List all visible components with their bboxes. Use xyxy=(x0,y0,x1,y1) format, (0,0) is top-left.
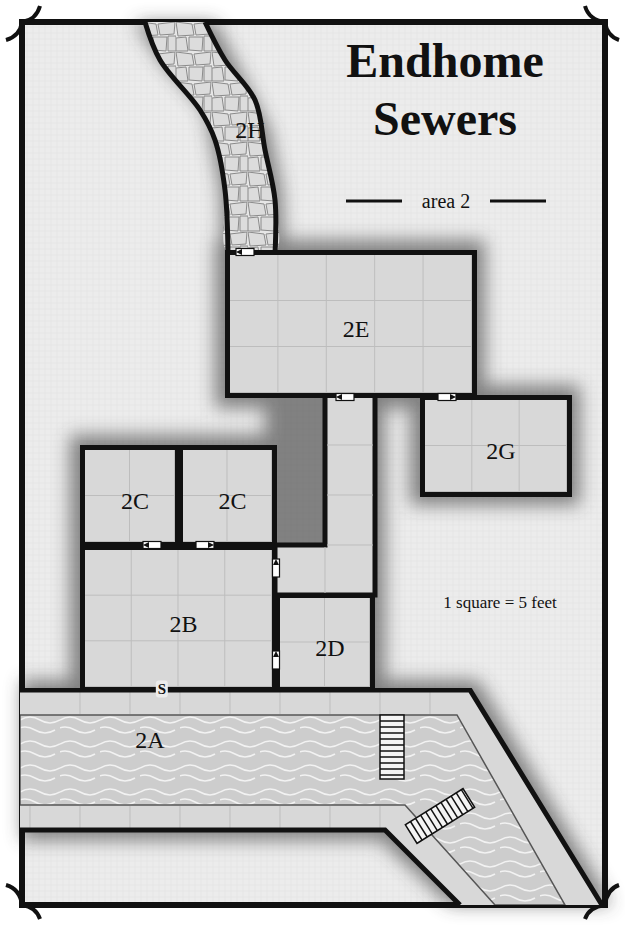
door-symbol xyxy=(143,542,161,549)
room: 2G xyxy=(420,395,572,497)
sewer-channel: 2A xyxy=(20,688,605,905)
grid-line xyxy=(80,692,81,714)
room-label: 2C xyxy=(121,489,149,513)
walkway-floor xyxy=(20,690,602,905)
grid-line xyxy=(30,806,31,828)
room-label: 2E xyxy=(343,317,370,341)
ladder-rung xyxy=(380,744,404,746)
grid-line xyxy=(330,806,331,828)
room: 2C xyxy=(178,445,277,547)
door-symbol xyxy=(336,394,354,401)
frame xyxy=(6,6,619,919)
corridor-grid xyxy=(325,445,373,593)
cave-floor xyxy=(145,22,279,252)
grid-line xyxy=(180,692,181,714)
grate-bar xyxy=(431,809,443,828)
room-label: 2D xyxy=(315,636,344,660)
ladder-rung xyxy=(380,756,404,758)
grate-bar xyxy=(446,799,458,818)
room-label: 2B xyxy=(169,612,197,636)
door-symbol xyxy=(236,249,254,256)
cave-wall xyxy=(205,22,276,252)
ladder xyxy=(380,715,404,779)
grid-line xyxy=(380,806,381,828)
ladder-rung xyxy=(380,732,404,734)
grate-bar xyxy=(416,818,428,837)
secret-door-mark: S xyxy=(156,681,168,698)
grid-line xyxy=(230,806,231,828)
grid-line xyxy=(130,692,131,714)
channel-outline xyxy=(20,688,605,905)
room: 2B xyxy=(80,545,277,692)
area-subtitle: area 2 xyxy=(422,190,470,213)
ladder-rung xyxy=(380,768,404,770)
grid-line xyxy=(280,806,281,828)
grid-line xyxy=(130,806,131,828)
room-label: 2H xyxy=(235,118,264,142)
room: 2E xyxy=(225,250,477,398)
ladder-rung xyxy=(380,774,404,776)
room-label: 2G xyxy=(486,439,515,463)
room: 2C xyxy=(80,445,180,547)
grate-bar xyxy=(461,790,473,809)
grid-line xyxy=(380,692,381,714)
cave-wall xyxy=(145,22,228,252)
grid-line xyxy=(280,692,281,714)
ladder-rung xyxy=(380,726,404,728)
scale-note: 1 square = 5 feet xyxy=(443,593,556,613)
door-symbol xyxy=(273,559,280,577)
grid-line xyxy=(327,495,373,496)
grid-line xyxy=(80,806,81,828)
cave-passage: 2H xyxy=(140,22,285,252)
channel-wall xyxy=(20,830,460,905)
water xyxy=(20,715,565,905)
room-label: 2A xyxy=(135,728,164,752)
corridor-floor xyxy=(275,395,375,595)
room-label: 2C xyxy=(218,489,246,513)
grid-line xyxy=(327,445,373,446)
ladder-rung xyxy=(380,720,404,722)
door-symbol xyxy=(273,651,280,669)
grate-bar xyxy=(451,796,463,815)
grate xyxy=(405,789,474,844)
ladder-rung xyxy=(380,762,404,764)
grate-bar xyxy=(456,793,468,812)
grate-bar xyxy=(426,812,438,831)
map-title: Endhome Sewers xyxy=(325,32,565,148)
door-symbol xyxy=(438,394,456,401)
ladder-rung xyxy=(380,750,404,752)
ladder-rung xyxy=(380,738,404,740)
grid-line xyxy=(327,545,373,546)
door-symbol xyxy=(196,542,214,549)
grid-line xyxy=(230,692,231,714)
grate-bar xyxy=(421,815,433,834)
room: 2D xyxy=(275,593,375,692)
channel-wall xyxy=(20,690,602,905)
grid-line xyxy=(430,692,431,714)
grate-bar xyxy=(410,822,422,841)
grate-bar xyxy=(436,806,448,825)
grid-line xyxy=(180,806,181,828)
grid-line xyxy=(330,692,331,714)
grate-bar xyxy=(441,802,453,821)
grid-line xyxy=(325,547,326,593)
walkway-grid xyxy=(30,692,430,828)
